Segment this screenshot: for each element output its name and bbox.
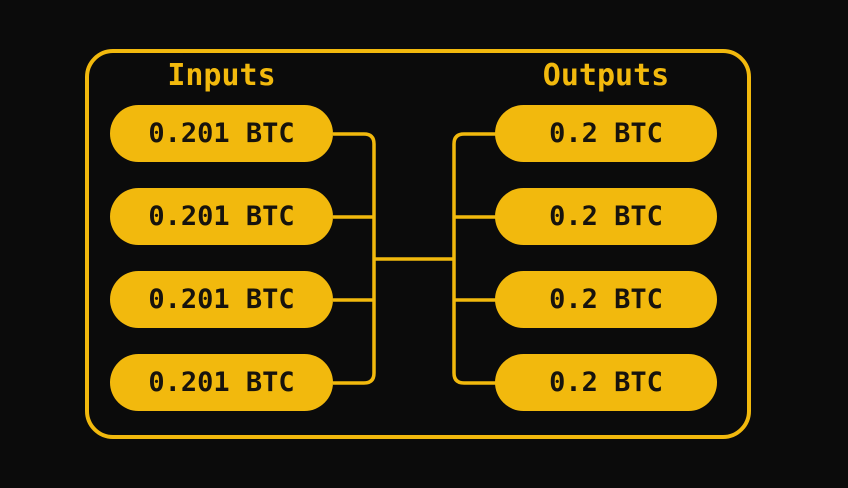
output-pill: 0.2 BTC bbox=[495, 188, 717, 245]
output-pill: 0.2 BTC bbox=[495, 271, 717, 328]
input-pill: 0.201 BTC bbox=[110, 354, 333, 411]
output-pill: 0.2 BTC bbox=[495, 354, 717, 411]
inputs-header: Inputs bbox=[167, 58, 276, 93]
input-pill: 0.201 BTC bbox=[110, 271, 333, 328]
output-pill: 0.2 BTC bbox=[495, 105, 717, 162]
input-pill: 0.201 BTC bbox=[110, 105, 333, 162]
transaction-frame bbox=[85, 49, 751, 439]
outputs-header: Outputs bbox=[542, 58, 670, 93]
input-pill: 0.201 BTC bbox=[110, 188, 333, 245]
